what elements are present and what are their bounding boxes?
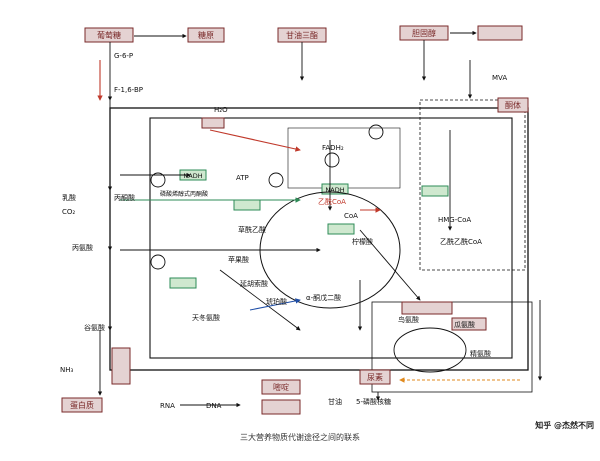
hub-boxes: 葡萄糖 糖原 甘油三酯 胆固醇 酮体 尿素 蛋白质 嘧啶 (61, 25, 529, 415)
citrulline-box (451, 317, 487, 331)
urea-cycle (393, 327, 467, 373)
ketone-hub-label: 酮体 (505, 100, 521, 110)
label-nh3: NH₃ (60, 366, 74, 374)
label-f16bp: F-1,6-BP (114, 86, 143, 94)
transporter-5 (268, 172, 284, 188)
label-citr: 瓜氨酸 (454, 320, 475, 329)
urea-cycle-frame (371, 301, 533, 393)
cholesterol-hub-label: 胆固醇 (412, 28, 436, 38)
nadh-box-6 (327, 223, 355, 235)
watermark-text: 知乎 @杰然不同 (535, 421, 594, 430)
label-arg: 精氨酸 (470, 349, 491, 358)
transporter-3 (324, 152, 340, 168)
nadh-box-2 (321, 183, 349, 195)
purine-hub (111, 347, 131, 385)
nadh-box-4 (421, 185, 449, 197)
nadh-label-2: NADH (325, 186, 344, 194)
transporter-1 (150, 172, 166, 188)
nadh-box-5 (169, 277, 197, 289)
pyrimidine-hub (261, 379, 301, 395)
label-ala: 丙氨酸 (72, 243, 93, 252)
diagram-caption: 三大营养物质代谢途径之间的联系 (240, 433, 360, 442)
label-orn: 鸟氨酸 (398, 315, 419, 324)
ketone-hub (497, 97, 529, 113)
tca-cycle (259, 191, 401, 309)
label-fumarate: 延胡索酸 (240, 279, 268, 288)
label-citrate: 柠檬酸 (352, 237, 373, 246)
colored-flux (97, 60, 520, 383)
label-akg: α-酮戊二酸 (306, 293, 341, 302)
label-rna: RNA (160, 402, 175, 410)
label-g6p: G-6-P (114, 52, 133, 60)
label-fadh2: FADH₂ (322, 144, 344, 152)
label-atp: ATP (236, 174, 249, 182)
glucose-hub-label: 葡萄糖 (97, 30, 121, 40)
label-malate: 苹果酸 (228, 255, 249, 264)
pathway-arrows (97, 30, 543, 408)
fatty-acid-box (401, 301, 453, 315)
label-glycerol: 甘油 (328, 397, 342, 406)
label-dna: DNA (206, 402, 222, 410)
label-co2: CO₂ (62, 208, 75, 216)
protein-hub (61, 397, 103, 413)
transporter-4 (368, 124, 384, 140)
mitochondria-frame (149, 117, 513, 359)
protein-hub-label: 蛋白质 (70, 400, 94, 410)
nadh-label-1: NADH (183, 172, 202, 180)
glycolysis-enzyme-box (201, 117, 225, 129)
urea-hub (359, 369, 391, 385)
label-lactate: 乳酸 (62, 193, 76, 202)
triglyceride-hub-label: 甘油三酯 (286, 30, 318, 40)
label-pep: 磷酸烯醇式丙酮酸 (160, 190, 208, 198)
liver-frame (419, 99, 526, 271)
label-acetylcoa: 乙酰CoA (318, 197, 346, 206)
transporter-2 (150, 254, 166, 270)
glucose-hub (84, 27, 134, 43)
green-boxes: NADH NADH (169, 169, 449, 289)
label-oxaloacetate: 草酰乙酸 (238, 225, 266, 234)
label-succinate: 琥珀酸 (266, 297, 287, 306)
label-ribose: 5-磷酸核糖 (356, 397, 391, 406)
watermark: 知乎 @杰然不同 (444, 420, 594, 432)
label-hmg: HMG-CoA (438, 216, 471, 224)
label-mva: MVA (492, 74, 507, 82)
label-coa: CoA (344, 212, 358, 220)
label-pyruvate: 丙酮酸 (114, 193, 135, 202)
metabolite-labels: G-6-P F-1,6-BP 丙酮酸 乳酸 乙酰CoA 草酰乙酸 柠檬酸 苹果酸… (60, 52, 507, 410)
urea-hub-label: 尿素 (367, 372, 383, 382)
label-aceto: 乙酰乙酰CoA (440, 237, 482, 246)
transporters (150, 124, 384, 270)
glycogen-hub-label: 糖原 (198, 30, 214, 40)
pyrimidine-hub-label: 嘧啶 (273, 382, 289, 392)
label-asp: 天冬氨酸 (192, 313, 220, 322)
beta-oxidation-frame (287, 127, 401, 189)
label-h2o: H₂O (214, 106, 228, 114)
glycogen-hub (187, 27, 225, 43)
nadh-box-3 (233, 199, 261, 211)
label-glu: 谷氨酸 (84, 323, 105, 332)
bile-acid-hub (477, 25, 523, 41)
nucleotide-hub (261, 399, 301, 415)
